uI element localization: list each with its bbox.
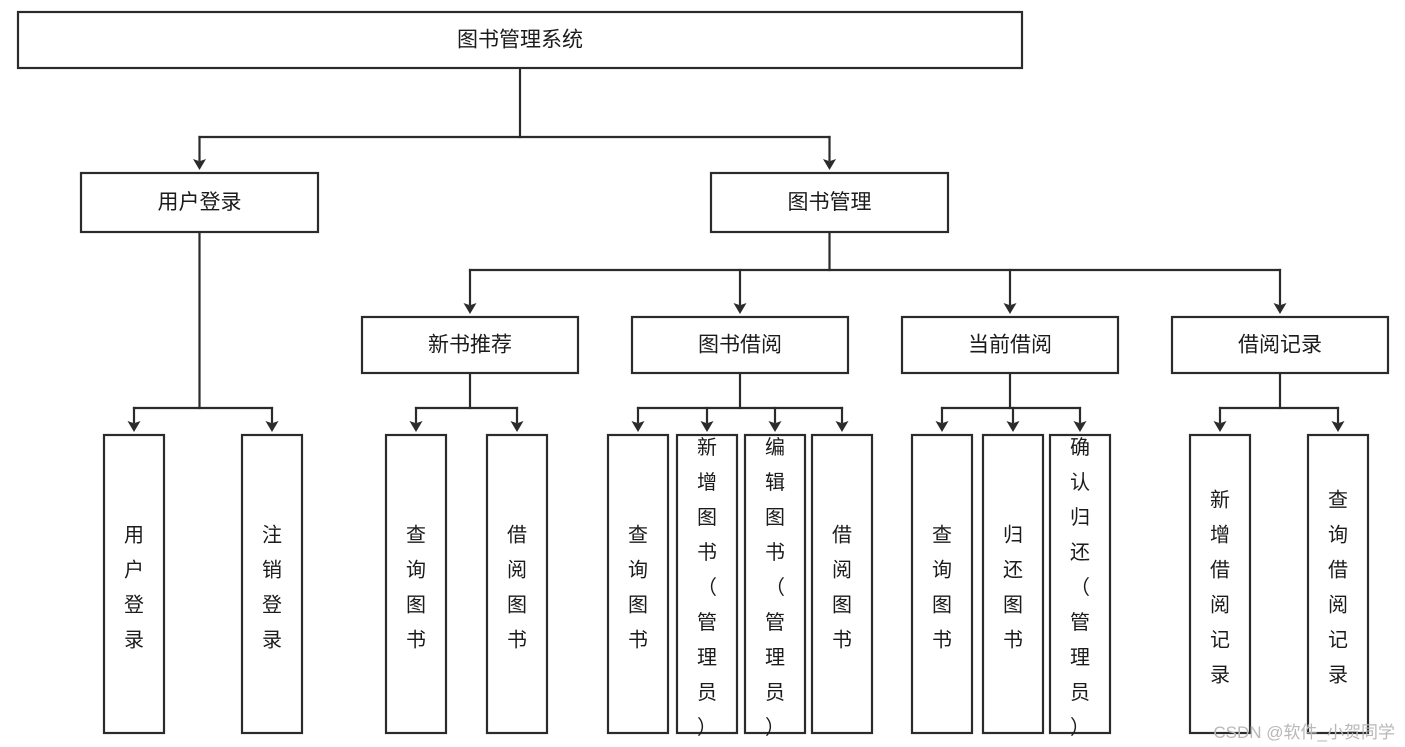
node-label: 借阅图书 xyxy=(507,523,527,651)
node-borrow-record[interactable]: 借阅记录 xyxy=(1170,315,1390,375)
node-root-root[interactable]: 图书管理系统 xyxy=(16,10,1024,70)
node-label: 当前借阅 xyxy=(968,334,1052,357)
node-label: 用户登录 xyxy=(158,191,242,214)
node-rect xyxy=(606,433,670,735)
node-rect xyxy=(16,10,1024,70)
node-label: 编辑图书（管理员） xyxy=(765,436,785,739)
node-rect xyxy=(910,433,974,735)
connector-layer xyxy=(127,66,1345,432)
node-label: 查询图书 xyxy=(628,523,648,651)
node-rect xyxy=(981,433,1045,735)
node-leaf-return-book[interactable]: 归还图书 xyxy=(981,433,1045,735)
node-leaf-confirm-return-admin[interactable]: 确认归还（管理员） xyxy=(1048,433,1112,739)
node-leaf-query-book-recommend[interactable]: 查询图书 xyxy=(384,433,448,735)
node-leaf-query-book-borrow[interactable]: 查询图书 xyxy=(606,433,670,735)
node-book-borrow[interactable]: 图书借阅 xyxy=(630,315,850,375)
node-label: 借阅图书 xyxy=(832,523,852,651)
node-rect xyxy=(1048,433,1112,735)
node-user-login[interactable]: 用户登录 xyxy=(79,171,320,234)
node-rect xyxy=(102,433,166,735)
node-label: 新书推荐 xyxy=(428,334,512,357)
node-label: 查询借阅记录 xyxy=(1328,488,1348,686)
node-rect xyxy=(240,433,304,735)
node-rect xyxy=(743,433,807,735)
node-rect xyxy=(630,315,850,375)
node-label: 图书借阅 xyxy=(698,334,782,357)
node-label: 借阅记录 xyxy=(1238,334,1322,357)
node-label: 新增图书（管理员） xyxy=(697,436,717,739)
node-label: 查询图书 xyxy=(406,523,426,651)
node-rect xyxy=(675,433,739,735)
node-leaf-query-book-current[interactable]: 查询图书 xyxy=(910,433,974,735)
node-rect xyxy=(1170,315,1390,375)
node-leaf-add-book-admin[interactable]: 新增图书（管理员） xyxy=(675,433,739,739)
node-rect xyxy=(360,315,580,375)
node-book-manage[interactable]: 图书管理 xyxy=(709,171,950,234)
node-label: 图书管理 xyxy=(788,191,872,214)
node-label: 归还图书 xyxy=(1003,523,1023,651)
node-current-borrow[interactable]: 当前借阅 xyxy=(900,315,1120,375)
node-leaf-add-borrow-record[interactable]: 新增借阅记录 xyxy=(1188,433,1252,735)
node-label: 注销登录 xyxy=(262,523,282,651)
node-label: 确认归还（管理员） xyxy=(1070,436,1090,739)
node-label: 用户登录 xyxy=(124,524,144,651)
node-label: 新增借阅记录 xyxy=(1210,488,1230,686)
node-rect xyxy=(1306,433,1370,735)
watermark-text: CSDN @软件_小贺同学 xyxy=(1213,723,1395,742)
node-leaf-query-borrow-record[interactable]: 查询借阅记录 xyxy=(1306,433,1370,735)
node-rect xyxy=(900,315,1120,375)
node-rect xyxy=(1188,433,1252,735)
node-leaf-borrow-book[interactable]: 借阅图书 xyxy=(810,433,874,735)
box-layer: 图书管理系统用户登录图书管理新书推荐图书借阅当前借阅借阅记录用户登录注销登录查询… xyxy=(16,10,1390,739)
node-leaf-borrow-book-recommend[interactable]: 借阅图书 xyxy=(485,433,549,735)
node-rect xyxy=(485,433,549,735)
node-leaf-logout[interactable]: 注销登录 xyxy=(240,433,304,735)
node-leaf-user-login[interactable]: 用户登录 xyxy=(102,433,166,735)
node-rect xyxy=(384,433,448,735)
node-leaf-edit-book-admin[interactable]: 编辑图书（管理员） xyxy=(743,433,807,739)
node-label: 图书管理系统 xyxy=(457,29,583,52)
node-rect xyxy=(709,171,950,234)
node-rect xyxy=(79,171,320,234)
node-rect xyxy=(810,433,874,735)
node-new-book-recommend[interactable]: 新书推荐 xyxy=(360,315,580,375)
node-label: 查询图书 xyxy=(932,523,952,651)
